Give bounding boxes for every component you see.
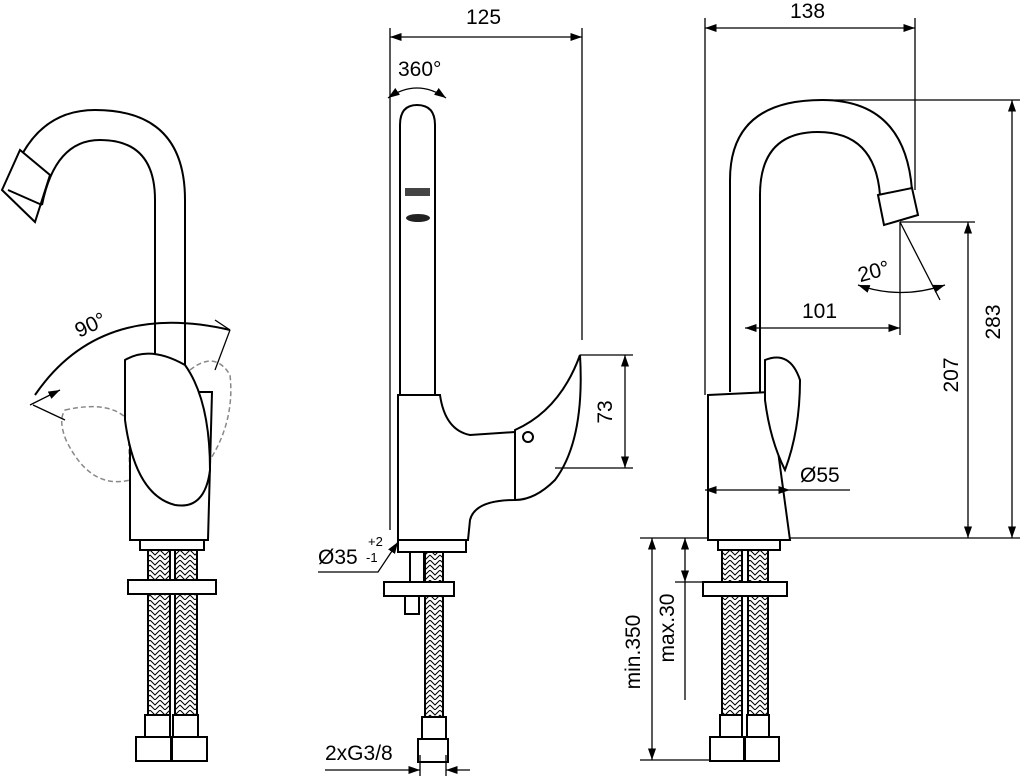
hose	[147, 549, 171, 716]
nut	[709, 736, 745, 762]
back-view: 138 283 207 20° 101 Ø55 min.350 max.30	[622, 0, 1020, 762]
label-20: 20°	[855, 257, 892, 287]
body	[397, 394, 516, 541]
handle-ghost-left	[61, 405, 131, 483]
nut	[135, 736, 172, 762]
hose	[424, 551, 444, 718]
aerator	[876, 186, 920, 227]
hose	[747, 549, 769, 716]
label-d35: Ø35	[318, 546, 358, 569]
aerator	[0, 148, 52, 224]
spout-inner	[41, 139, 156, 392]
rotation-arc	[34, 321, 231, 396]
mounting-plate	[702, 581, 788, 597]
mounting-plate	[383, 581, 455, 597]
label-283: 283	[982, 304, 1005, 339]
tolerance-minus: -1	[366, 550, 378, 565]
label-connection: 2xG3/8	[325, 742, 393, 765]
mounting-plate	[127, 579, 217, 595]
label-d55: Ø55	[800, 464, 840, 487]
label-125: 125	[466, 6, 501, 29]
label-73: 73	[594, 400, 617, 423]
spout	[399, 103, 436, 396]
hose	[174, 549, 198, 716]
label-90: 90°	[71, 308, 110, 342]
nut	[171, 736, 208, 762]
nut	[744, 736, 780, 762]
label-360: 360°	[398, 58, 441, 81]
handle	[124, 352, 212, 507]
handle	[514, 354, 582, 502]
handle	[764, 356, 802, 473]
label-207: 207	[940, 357, 963, 392]
spout-outer	[7, 109, 186, 392]
label-min350: min.350	[622, 615, 645, 690]
front-view: 90°	[0, 109, 232, 762]
nut	[417, 738, 449, 763]
side-view: 125 360° 73 Ø35 +2 -1 2xG3/8	[318, 6, 633, 776]
label-138: 138	[790, 0, 825, 23]
label-101: 101	[802, 300, 837, 323]
spout-outer	[729, 99, 913, 392]
handle-ghost-right	[184, 360, 232, 462]
hose	[721, 549, 743, 716]
spout-inner	[759, 131, 881, 392]
label-max30: max.30	[656, 594, 679, 663]
tolerance-plus: +2	[368, 534, 383, 549]
